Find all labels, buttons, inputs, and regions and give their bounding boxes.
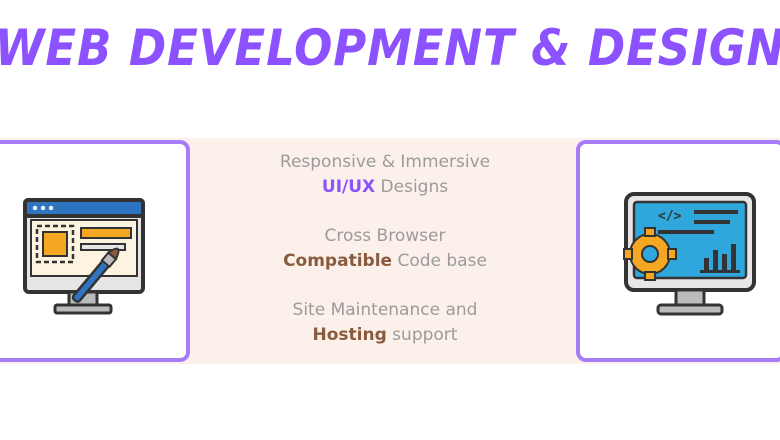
feature-rest: Designs [375, 177, 449, 197]
feature-item-uiux: Responsive & Immersive UI/UX Designs [230, 150, 540, 200]
feature-line: Hosting support [230, 323, 540, 348]
feature-highlight: UI/UX [321, 177, 376, 197]
feature-rest: Code base [392, 251, 487, 271]
feature-line: Site Maintenance and [292, 300, 478, 320]
feature-highlight: Hosting [312, 325, 387, 345]
svg-text:</>: </> [658, 209, 682, 224]
feature-line: Cross Browser [324, 226, 446, 246]
design-card [0, 140, 190, 362]
page-title: WEB DEVELOPMENT & DESIGN [0, 19, 780, 77]
feature-line: Compatible Code base [230, 249, 540, 274]
design-monitor-brush-icon [23, 198, 145, 315]
code-monitor-gear-chart-icon: </> [623, 192, 756, 316]
feature-highlight: Compatible [283, 251, 393, 271]
feature-line: Responsive & Immersive [279, 152, 491, 172]
feature-item-compatible: Cross Browser Compatible Code base [230, 224, 540, 274]
feature-line: UI/UX Designs [230, 175, 540, 200]
feature-list: Responsive & Immersive UI/UX Designs Cro… [230, 150, 540, 372]
feature-item-hosting: Site Maintenance and Hosting support [230, 298, 540, 348]
development-card: </> [576, 140, 780, 362]
feature-rest: support [386, 325, 458, 345]
